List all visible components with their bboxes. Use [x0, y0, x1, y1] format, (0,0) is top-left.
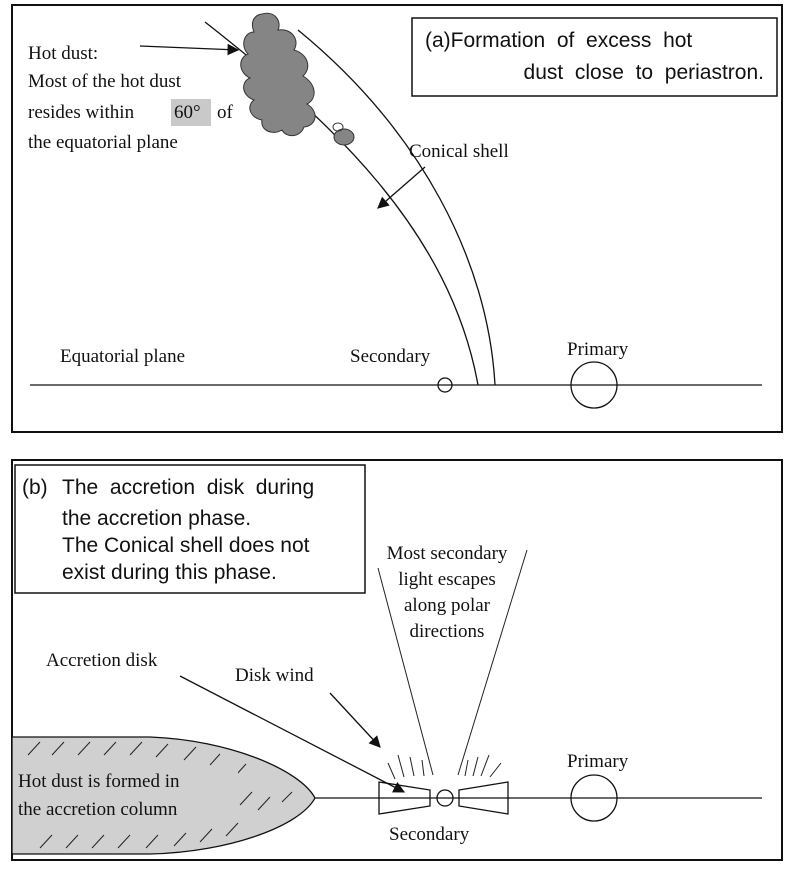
panel-b-caption-line3: The Conical shell does not: [62, 534, 310, 557]
polar-label-line4: directions: [410, 621, 485, 642]
conical-shell-outer-curve: [297, 29, 496, 386]
polar-label-line1: Most secondary: [387, 543, 508, 564]
disk-wind-ticks: [387, 754, 502, 780]
disk-wind-label: Disk wind: [235, 665, 314, 686]
panel-b-secondary-label: Secondary: [389, 824, 470, 845]
polar-label-line3: along polar: [404, 595, 491, 616]
hot-dust-label-line3-suffix: of: [217, 102, 234, 123]
panel-b-caption-prefix: (b): [22, 476, 48, 499]
panel-b-secondary-star: [436, 789, 454, 807]
panel-a-caption-box: [411, 17, 778, 97]
accretion-hot-dust-label-line2: the accretion column: [18, 799, 178, 820]
conical-shell-label: Conical shell: [409, 141, 509, 162]
accretion-hot-dust-label-line1: Hot dust is formed in: [18, 771, 180, 792]
polar-label-line2: light escapes: [398, 569, 496, 590]
hot-dust-arrow: [139, 43, 240, 56]
accretion-column-hatching: [27, 741, 293, 849]
panel-b-primary-star: [570, 774, 618, 822]
panel-b-caption-line2: the accretion phase.: [62, 507, 251, 530]
accretion-disk-right-wing: [458, 781, 509, 815]
disk-wind-arrow: [329, 692, 381, 748]
panel-b-caption-box: [14, 464, 366, 594]
accretion-disk-left-wing: [378, 781, 431, 815]
hot-dust-label-line4: the equatorial plane: [28, 132, 178, 153]
panel-a-caption-line1: (a)Formation of excess hot: [425, 29, 692, 52]
accretion-disk-label: Accretion disk: [46, 650, 158, 671]
accretion-disk-arrow: [179, 675, 406, 793]
sixty-degree-highlight: [171, 99, 211, 126]
panel-b-frame: [11, 459, 783, 861]
hot-dust-label-line3-prefix: resides within: [28, 102, 135, 123]
panel-a-primary-label: Primary: [567, 339, 629, 360]
hot-dust-label-line1: Hot dust:: [28, 43, 98, 64]
hot-dust-label-line2: Most of the hot dust: [28, 71, 182, 92]
conical-shell-arrow: [377, 166, 426, 209]
hot-dust-cloud-tail: [333, 128, 355, 146]
panel-b: (b) The accretion disk during the accret…: [11, 459, 783, 861]
panel-b-caption-line1: The accretion disk during: [62, 476, 314, 499]
sixty-degree-value: 60°: [174, 102, 201, 123]
panel-b-caption-line4: exist during this phase.: [62, 561, 277, 584]
panel-b-primary-label: Primary: [567, 751, 629, 772]
panel-a-caption-line2: dust close to periastron.: [524, 61, 764, 84]
hot-dust-cloud-speck: [332, 122, 344, 132]
hot-dust-cloud: [240, 12, 316, 137]
panel-a-secondary-label: Secondary: [350, 346, 431, 367]
polar-direction-line-left: [377, 567, 434, 776]
panel-a-frame: [11, 4, 783, 433]
equatorial-plane-label: Equatorial plane: [60, 346, 185, 367]
panel-a-secondary-star: [437, 377, 453, 393]
panel-a: (a)Formation of excess hot dust close to…: [11, 4, 783, 433]
hot-dust-label-background: [16, 768, 238, 822]
polar-direction-line-right: [457, 549, 528, 776]
panel-a-primary-star: [570, 361, 618, 409]
